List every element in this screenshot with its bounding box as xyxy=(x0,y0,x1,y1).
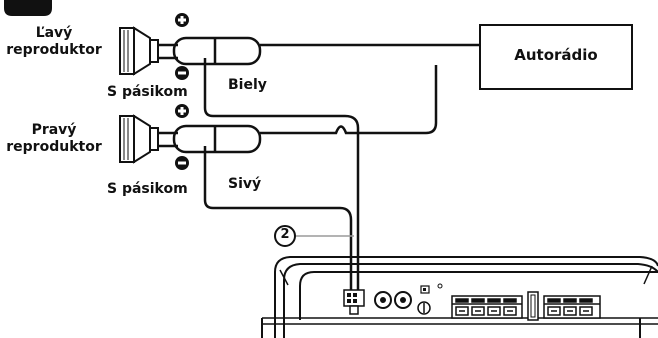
right-stripe-label: S pásikom xyxy=(107,181,188,197)
rca-jack-left-icon xyxy=(374,291,392,309)
callout-number: 2 xyxy=(280,227,290,242)
right-speaker-label-line2: reproduktor xyxy=(6,139,102,155)
mode-switch-icon xyxy=(420,285,430,294)
left-speaker-label-line1: Ľavý xyxy=(35,25,73,41)
left-speaker-label: Ľavý reproduktor xyxy=(0,25,108,59)
left-speaker-icon xyxy=(119,26,159,76)
right-negative-icon xyxy=(175,156,189,170)
head-unit-box xyxy=(479,24,633,90)
fuse-icon xyxy=(527,291,539,321)
head-unit-label: Autorádio xyxy=(514,46,598,64)
right-wire-color-label: Sivý xyxy=(228,176,262,192)
terminal-block-right-icon xyxy=(543,295,601,319)
amplifier-panel xyxy=(262,317,658,325)
terminal-block-left-icon xyxy=(451,295,523,319)
left-negative-icon xyxy=(175,66,189,80)
rca-jack-right-icon xyxy=(394,291,412,309)
indicator-led-icon xyxy=(437,283,443,289)
right-speaker-icon xyxy=(119,114,159,164)
gain-knob-icon xyxy=(417,301,431,315)
section-badge xyxy=(4,0,52,16)
right-speaker-wires xyxy=(158,65,438,290)
callout-circle xyxy=(274,225,296,247)
amplifier-body xyxy=(261,256,658,338)
speaker-input-connector-icon xyxy=(343,289,365,315)
right-positive-icon xyxy=(175,104,189,118)
left-speaker-label-line2: reproduktor xyxy=(6,42,102,58)
left-wire-color-label: Biely xyxy=(228,77,267,93)
left-positive-icon xyxy=(175,13,189,27)
right-speaker-label: Pravý reproduktor xyxy=(0,122,108,156)
left-stripe-label: S pásikom xyxy=(107,84,188,100)
left-speaker-wires xyxy=(158,36,480,290)
right-speaker-label-line1: Pravý xyxy=(31,122,77,138)
